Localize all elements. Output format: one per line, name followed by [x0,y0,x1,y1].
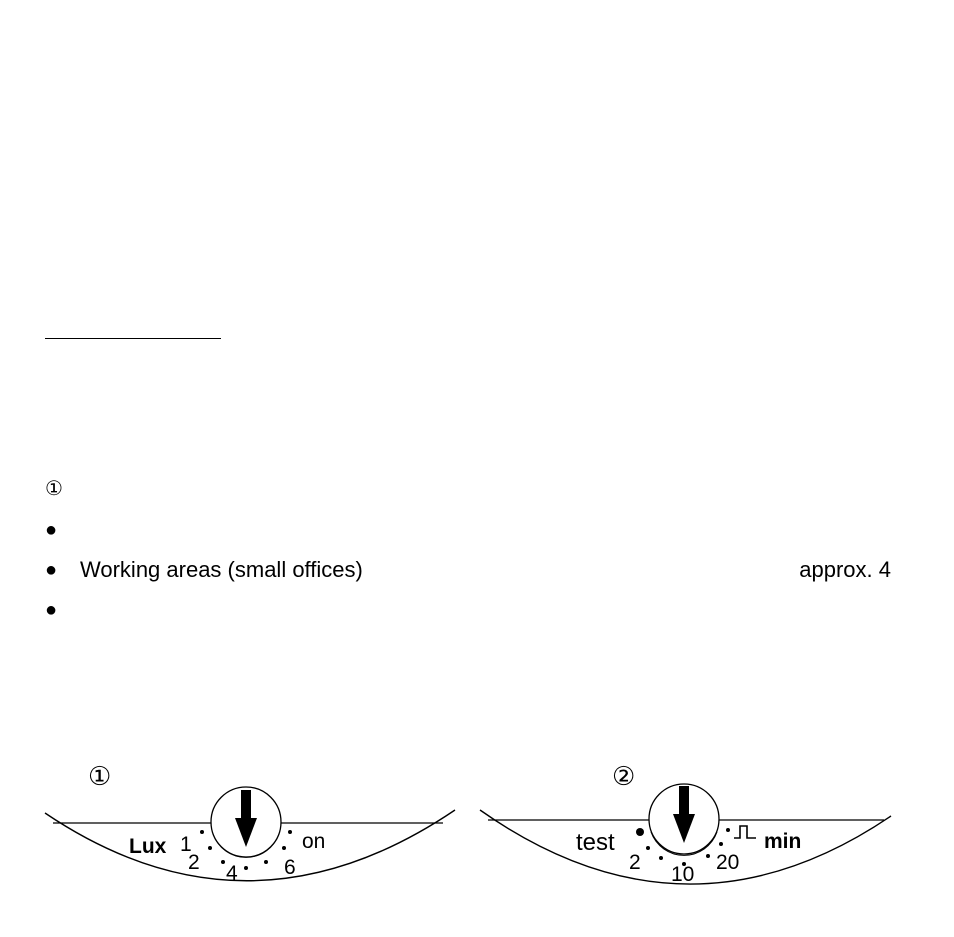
dial-tick-label: 20 [716,851,739,874]
dial-tick-label: 6 [284,856,296,879]
list-item-text: Working areas (small offices) [80,557,363,582]
arrow-down-icon [235,790,257,847]
dial-test-label: test [576,829,615,856]
dial-housing-arc [44,809,456,882]
dial-marker-one: ① [88,761,111,791]
heading-underline [45,338,221,339]
bullet-icon: ● [45,519,58,541]
time-dial-drawing: ② test 2 10 20 min [479,761,892,886]
lux-dial-drawing: ① Lux 1 2 4 6 on [44,761,456,885]
dial-marker-two: ② [612,761,635,791]
lux-dial-figure: ① Lux 1 2 4 6 on [40,750,460,905]
dial-tick-label: 4 [226,862,238,885]
arrow-down-icon [673,786,695,843]
lux-settings-list: ● ● Working areas (small offices) approx… [45,515,895,635]
dial-housing-arc [479,809,892,885]
list-item: ● Working areas (small offices) approx. … [45,555,895,595]
list-item: ● [45,515,895,555]
time-dial-figure: ② test 2 10 20 min [476,750,896,905]
dial-min-label: min [764,830,801,853]
intro-circled-one: ① [45,478,63,500]
dial-tick-label: on [302,830,325,853]
list-item-value: approx. 4 [799,557,891,582]
dial-scale-dots [636,828,730,866]
dial-knob-inner-arc [650,831,718,856]
dial-lux-label: Lux [129,835,167,858]
dial-scale-dots [200,830,292,870]
dial-tick-label: 2 [188,851,200,874]
dial-tick-label: 1 [180,833,192,856]
list-item: ● [45,595,895,635]
pulse-step-icon [734,825,756,839]
dial-knob-inner-arc [212,833,280,858]
bullet-icon: ● [45,599,58,621]
dial-tick-label: 10 [671,863,694,886]
bullet-icon: ● [45,559,58,581]
dial-tick-label: 2 [629,851,641,874]
